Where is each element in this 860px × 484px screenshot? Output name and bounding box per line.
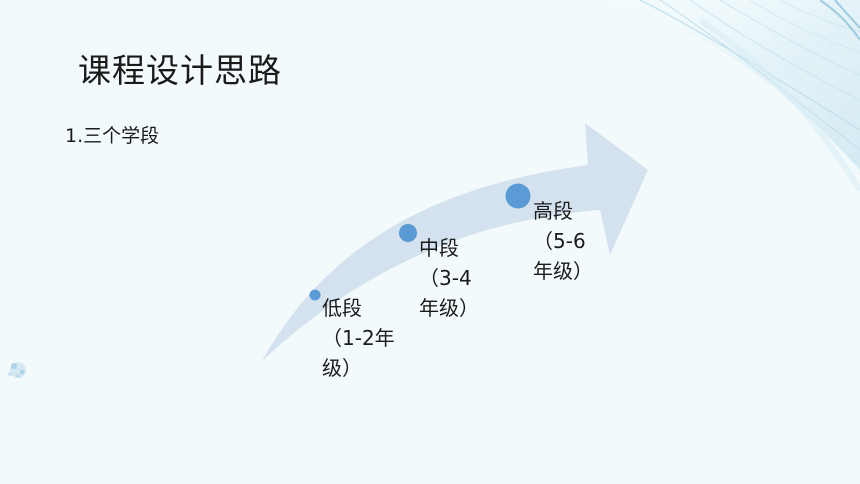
stage-label-low: 低段 （1-2年 级） [322,293,395,383]
stage-grade-suffix: 年级） [419,296,479,320]
stage-name: 中段 [419,236,459,260]
feather-decoration [600,0,860,192]
page-title: 课程设计思路 [78,51,282,90]
stage-grade-suffix: 年级） [533,259,593,283]
stage-grade-range: （3-4 [419,266,472,290]
stage-label-high: 高段 （5-6 年级） [533,196,593,286]
circle-marker-icon [309,289,321,301]
section-heading: 1.三个学段 [65,125,160,147]
stage-name: 低段 [322,296,362,320]
stage-grade-suffix: 级） [322,356,362,380]
circle-marker-icon [505,183,531,209]
curved-arrow-icon [262,123,648,361]
stage-grade-range: （1-2年 [322,326,395,350]
circle-marker-icon [399,224,417,242]
stage-name: 高段 [533,199,573,223]
sparkle-decoration [8,362,26,378]
stage-grade-range: （5-6 [533,229,586,253]
stage-label-middle: 中段 （3-4 年级） [419,233,479,323]
